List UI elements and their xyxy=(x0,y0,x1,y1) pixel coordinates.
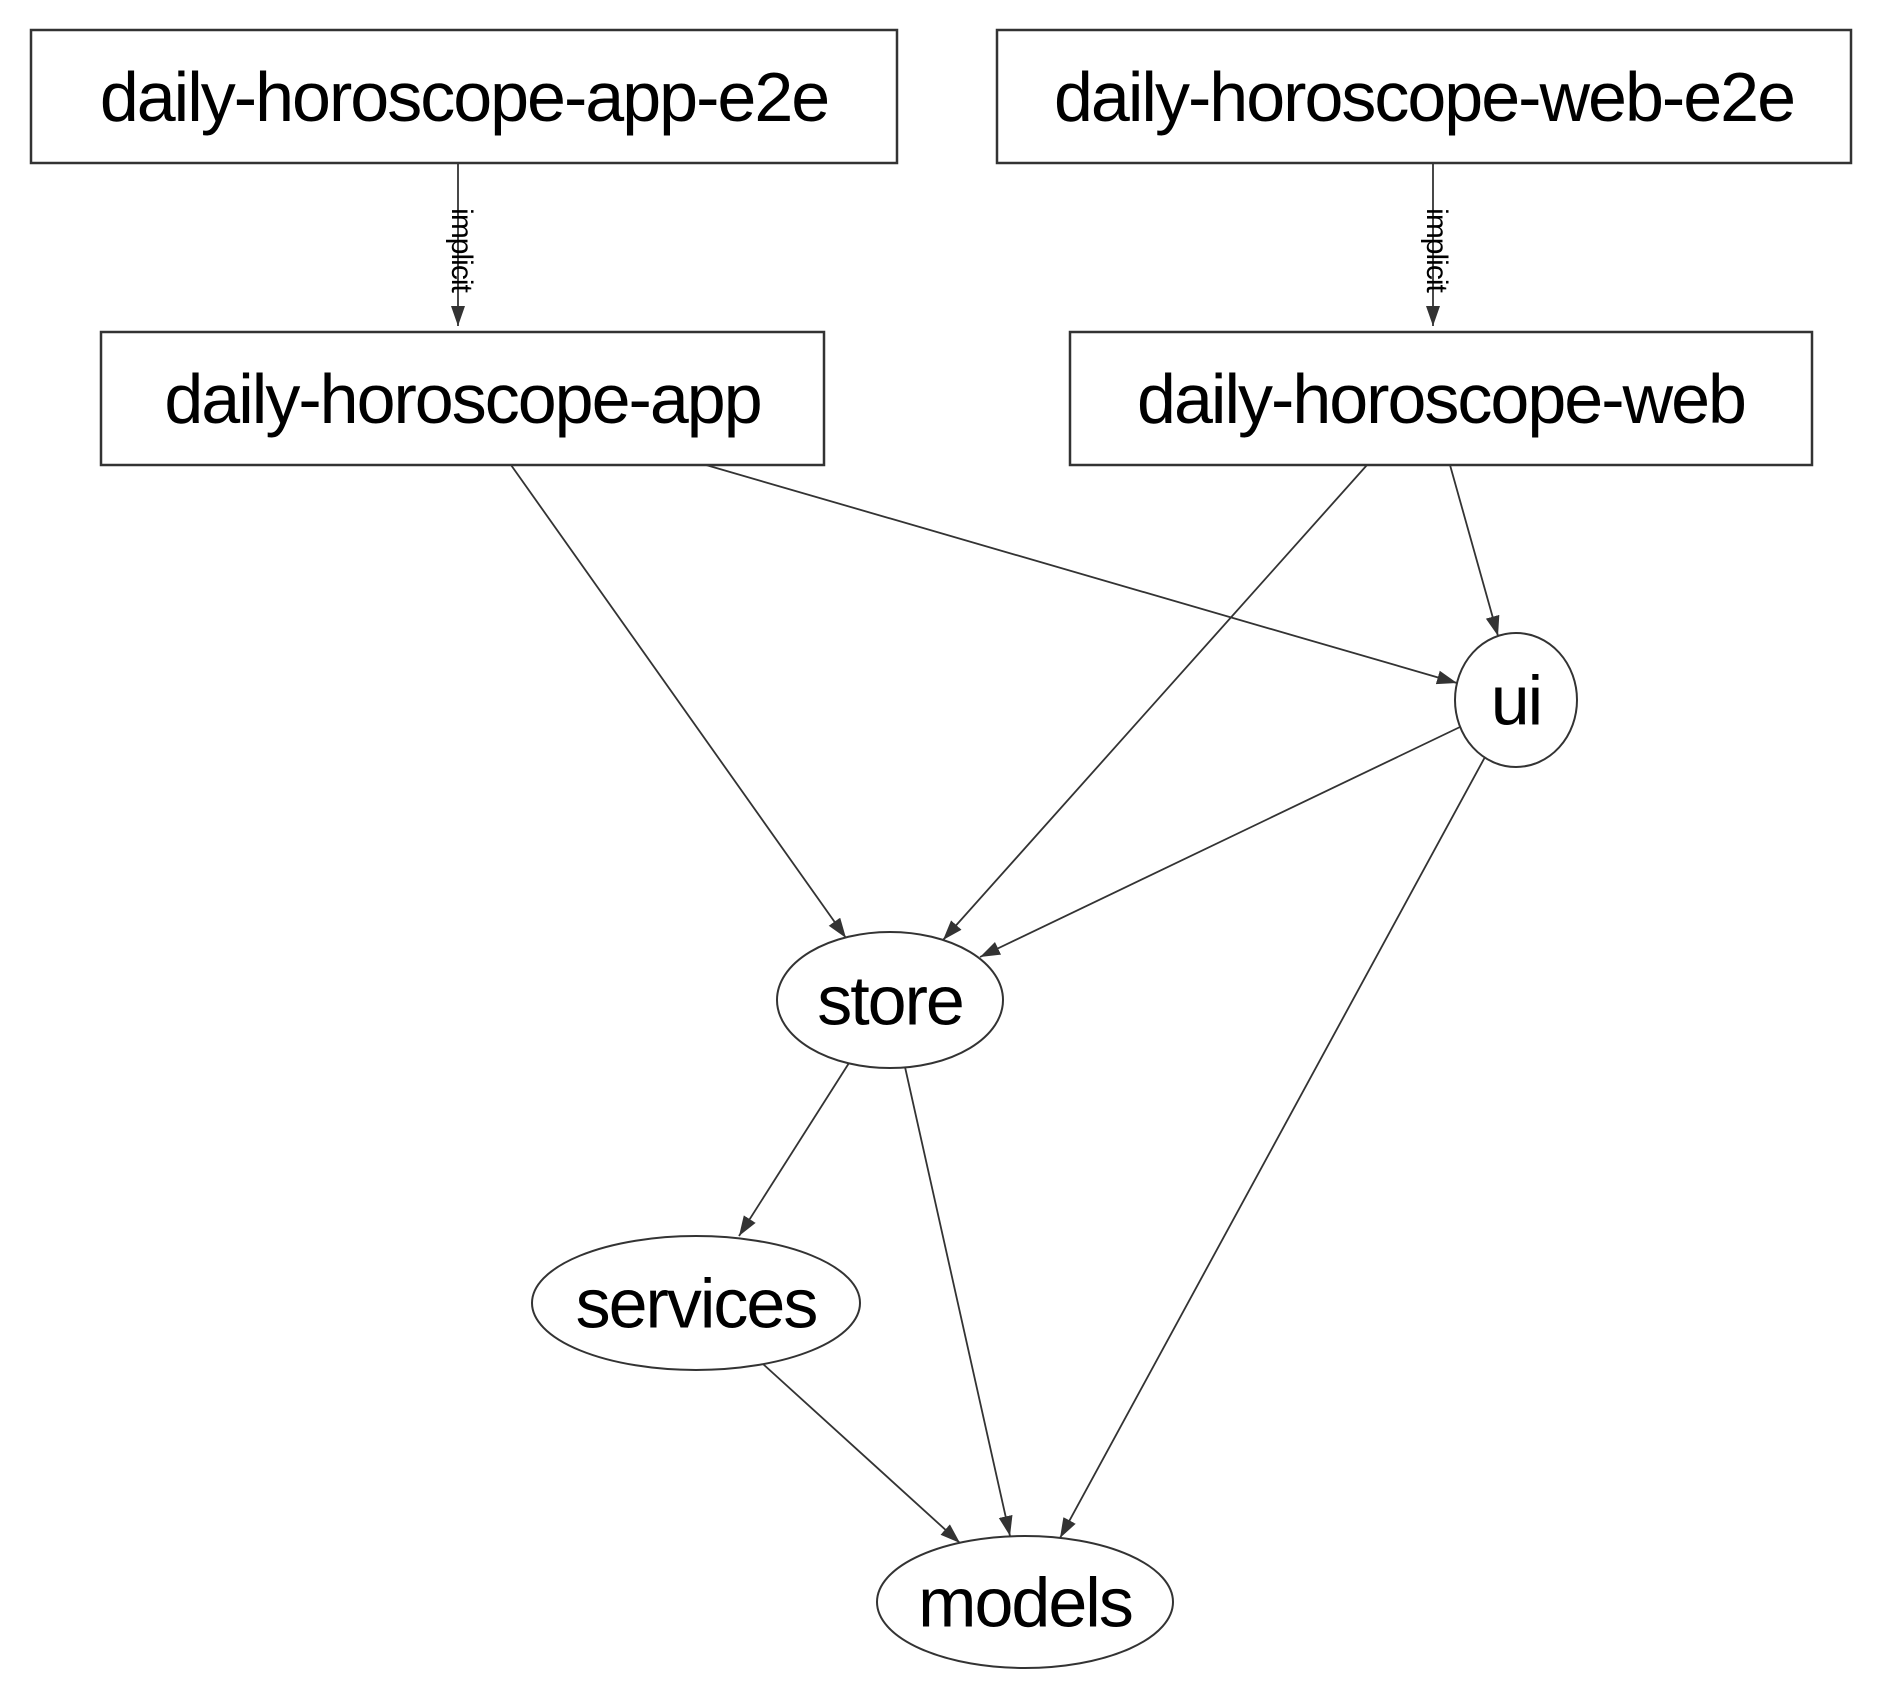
daily-horoscope-app-shape xyxy=(99,330,826,467)
daily-horoscope-web-e2e-label: daily-horoscope-web-e2e xyxy=(1054,58,1794,136)
node-services: services xyxy=(531,1235,861,1371)
edge-store-to-services xyxy=(738,1062,850,1237)
daily-horoscope-app-e2e-label: daily-horoscope-app-e2e xyxy=(100,58,828,136)
edge-label-implicit: implicit xyxy=(445,208,478,293)
daily-horoscope-web-shape xyxy=(1068,330,1814,467)
node-store: store xyxy=(776,931,1004,1069)
daily-horoscope-web-label: daily-horoscope-web xyxy=(1137,360,1745,438)
edge-store-to-models xyxy=(904,1066,1013,1537)
daily-horoscope-web-e2e-shape xyxy=(995,28,1853,165)
edge-daily-horoscope-web-to-store xyxy=(942,464,1368,941)
ui-shape xyxy=(1454,632,1578,768)
ui-label: ui xyxy=(1491,662,1541,740)
services-shape xyxy=(531,1235,861,1371)
edge-daily-horoscope-web-to-ui xyxy=(1449,464,1500,637)
node-ui: ui xyxy=(1454,632,1578,768)
store-shape xyxy=(776,931,1004,1069)
edge-ui-to-store xyxy=(979,726,1461,958)
node-daily-horoscope-web-e2e: daily-horoscope-web-e2e xyxy=(995,28,1853,165)
services-label: services xyxy=(576,1265,817,1343)
edge-daily-horoscope-app-to-ui xyxy=(705,464,1458,685)
node-daily-horoscope-app: daily-horoscope-app xyxy=(99,330,826,467)
edge-services-to-models xyxy=(762,1363,961,1544)
node-daily-horoscope-app-e2e: daily-horoscope-app-e2e xyxy=(29,28,899,165)
edge-ui-to-models xyxy=(1059,756,1486,1539)
store-label: store xyxy=(817,962,963,1040)
daily-horoscope-app-e2e-shape xyxy=(29,28,899,165)
node-daily-horoscope-web: daily-horoscope-web xyxy=(1068,330,1814,467)
edge-label-implicit: implicit xyxy=(1420,208,1453,293)
models-shape xyxy=(876,1535,1174,1669)
daily-horoscope-app-label: daily-horoscope-app xyxy=(164,360,760,438)
node-models: models xyxy=(876,1535,1174,1669)
edge-daily-horoscope-app-to-store xyxy=(510,464,847,939)
models-label: models xyxy=(918,1564,1132,1642)
